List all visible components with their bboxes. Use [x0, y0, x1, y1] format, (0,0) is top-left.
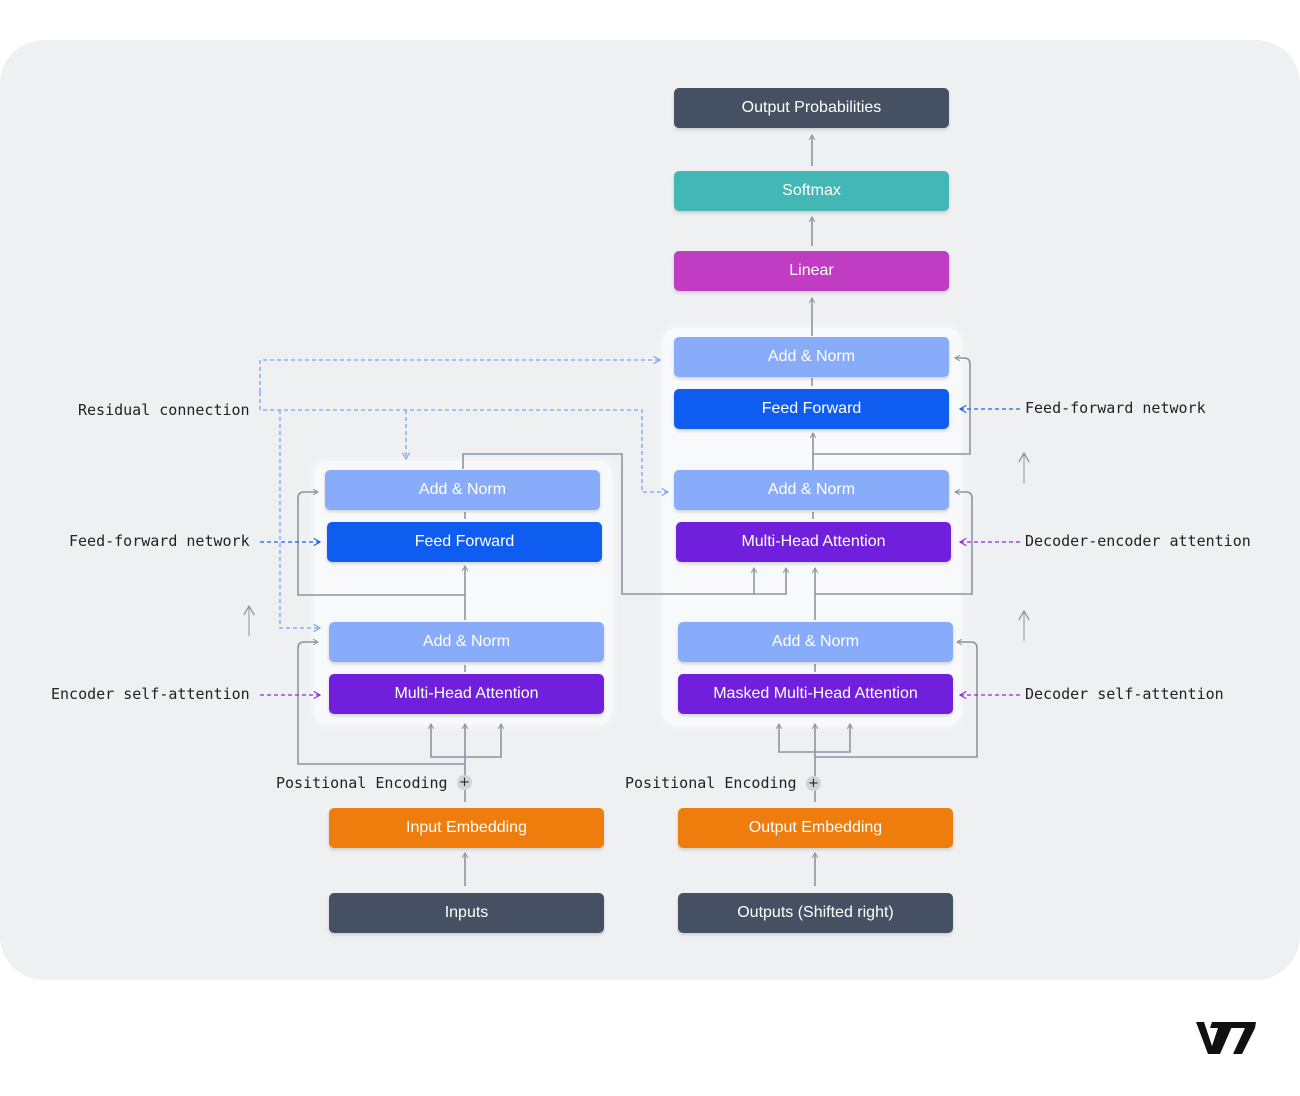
input-embedding-box: Input Embedding: [329, 808, 604, 848]
outputs-shifted-right-box: Outputs (Shifted right): [678, 893, 953, 933]
decoder-plus-icon: +: [806, 776, 821, 791]
encoder-multi-head-attention-box: Multi-Head Attention: [329, 674, 604, 714]
output-probabilities-box: Output Probabilities: [674, 88, 949, 128]
residual-connection-label: Residual connection: [78, 401, 250, 419]
encoder-positional-encoding-label: Positional Encoding: [276, 774, 448, 792]
output-embedding-box: Output Embedding: [678, 808, 953, 848]
encoder-feed-forward-label: Feed-forward network: [69, 532, 250, 550]
decoder-multi-head-attention-box: Multi-Head Attention: [676, 522, 951, 562]
encoder-plus-icon: +: [457, 775, 472, 790]
diagram-panel: [0, 40, 1300, 980]
softmax-box: Softmax: [674, 171, 949, 211]
decoder-feed-forward-label: Feed-forward network: [1025, 399, 1206, 417]
masked-multi-head-attention-box: Masked Multi-Head Attention: [678, 674, 953, 714]
decoder-positional-encoding-label: Positional Encoding: [625, 774, 797, 792]
main-flow-lines: [297, 133, 978, 886]
decoder-feed-forward-box: Feed Forward: [674, 389, 949, 429]
encoder-self-attention-label: Encoder self-attention: [51, 685, 250, 703]
annotation-pointers: [260, 404, 1020, 700]
decoder-self-attention-label: Decoder self-attention: [1025, 685, 1224, 703]
annotation-up-arrows: [243, 451, 1030, 641]
linear-box: Linear: [674, 251, 949, 291]
encoder-add-norm-bottom: Add & Norm: [329, 622, 604, 662]
decoder-encoder-attention-label: Decoder-encoder attention: [1025, 532, 1251, 550]
residual-connection-lines: [259, 355, 670, 633]
decoder-add-norm-bottom: Add & Norm: [678, 622, 953, 662]
decoder-add-norm-middle: Add & Norm: [674, 470, 949, 510]
inputs-box: Inputs: [329, 893, 604, 933]
encoder-feed-forward-box: Feed Forward: [327, 522, 602, 562]
encoder-add-norm-top: Add & Norm: [325, 470, 600, 510]
v7-logo: [1196, 1022, 1256, 1054]
decoder-add-norm-top: Add & Norm: [674, 337, 949, 377]
